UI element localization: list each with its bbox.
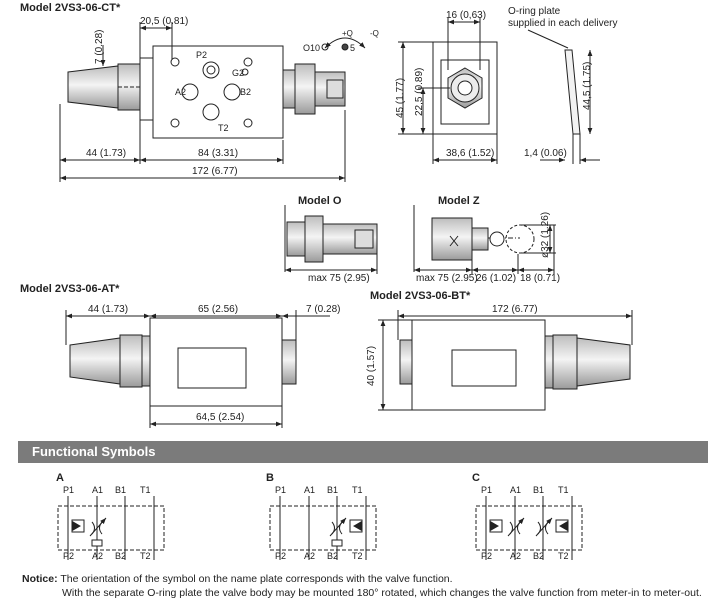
- symbol-c: [475, 496, 583, 560]
- dim-64-5: 64,5 (2.54): [196, 412, 245, 423]
- symbol-b-t2: T2: [352, 551, 363, 561]
- model-o-view: [284, 205, 378, 274]
- oring-note-line2: supplied in each delivery: [508, 18, 618, 29]
- dim-1-4: 1,4 (0.06): [524, 148, 567, 159]
- port-g2: G2: [232, 68, 245, 78]
- adjust-o10: O10: [303, 43, 321, 53]
- dim-7-at: 7 (0.28): [306, 304, 341, 315]
- symbol-a-p1: P1: [63, 485, 75, 495]
- model-at-title: Model 2VS3-06-AT*: [20, 283, 120, 295]
- symbol-c-t2: T2: [558, 551, 569, 561]
- dim-max75-o: max 75 (2.95): [308, 273, 370, 284]
- symbol-a-b1: B1: [115, 485, 127, 495]
- model-z-title: Model Z: [438, 195, 480, 207]
- model-z-view: [413, 205, 556, 274]
- model-at-view: [65, 310, 330, 428]
- dim-32: ø32 (1.26): [540, 211, 551, 258]
- dim-7: 7 (0.28): [94, 29, 105, 64]
- oring-note-line1: O-ring plate: [508, 6, 561, 17]
- notice-text-1: The orientation of the symbol on the nam…: [60, 573, 453, 585]
- dim-172: 172 (6.77): [192, 166, 238, 177]
- dim-40: 40 (1.57): [366, 345, 377, 386]
- notice-line1: Notice: The orientation of the symbol on…: [22, 572, 722, 586]
- symbol-b-letter: B: [266, 472, 274, 484]
- symbol-a-a2: A2: [92, 551, 104, 561]
- ct-view: [59, 22, 366, 182]
- dim-16: 16 (0,63): [446, 10, 487, 21]
- symbol-b-p1: P1: [275, 485, 287, 495]
- dim-45: 45 (1.77): [395, 77, 406, 118]
- symbol-c-a1: A1: [510, 485, 522, 495]
- dim-22-5: 22,5 (0.89): [414, 67, 425, 116]
- dim-20-5: 20,5 (0.81): [140, 16, 189, 27]
- symbol-a-t2: T2: [140, 551, 151, 561]
- dim-65: 65 (2.56): [198, 304, 239, 315]
- port-t2: T2: [218, 123, 229, 133]
- dim-18: 18 (0.71): [520, 273, 561, 284]
- end-view: [398, 18, 498, 164]
- adjust-5: 5: [350, 43, 356, 53]
- symbol-b-a2: A2: [304, 551, 316, 561]
- symbol-a-p2: P2: [63, 551, 75, 561]
- dim-44-5: 44,5 (1.75): [582, 61, 593, 110]
- symbol-a: [57, 496, 165, 560]
- symbol-b-t1: T1: [352, 485, 363, 495]
- symbol-c-b1: B1: [533, 485, 545, 495]
- port-b2: B2: [240, 87, 252, 97]
- model-bt-view: [378, 310, 633, 411]
- dim-44-at: 44 (1.73): [88, 304, 129, 315]
- notice: Notice: The orientation of the symbol on…: [22, 572, 722, 600]
- dim-44: 44 (1.73): [86, 148, 127, 159]
- model-bt-title: Model 2VS3-06-BT*: [370, 290, 471, 302]
- symbol-a-a1: A1: [92, 485, 104, 495]
- functional-symbols-title: Functional Symbols: [32, 444, 156, 459]
- adjust-plus-q: +Q: [342, 29, 353, 38]
- symbol-b-p2: P2: [275, 551, 287, 561]
- symbol-c-t1: T1: [558, 485, 569, 495]
- model-ct-title: Model 2VS3-06-CT*: [20, 2, 121, 14]
- dim-38-6: 38,6 (1.52): [446, 148, 495, 159]
- dim-172-bt: 172 (6.77): [492, 304, 538, 315]
- port-p2: P2: [196, 50, 208, 60]
- model-o-title: Model O: [298, 195, 342, 207]
- symbol-a-t1: T1: [140, 485, 151, 495]
- notice-line2: With the separate O-ring plate the valve…: [62, 587, 702, 599]
- dim-max75-z: max 75 (2.95): [416, 273, 478, 284]
- symbol-b-a1: A1: [304, 485, 316, 495]
- symbol-a-b2: B2: [115, 551, 127, 561]
- symbol-c-letter: C: [472, 472, 480, 484]
- symbol-c-p1: P1: [481, 485, 493, 495]
- symbol-a-letter: A: [56, 472, 64, 484]
- symbol-b: [269, 496, 377, 560]
- symbol-b-b2: B2: [327, 551, 339, 561]
- symbol-b-b1: B1: [327, 485, 339, 495]
- dim-84: 84 (3.31): [198, 148, 239, 159]
- symbol-c-a2: A2: [510, 551, 522, 561]
- port-a2: A2: [175, 87, 187, 97]
- symbol-c-b2: B2: [533, 551, 545, 561]
- notice-label: Notice:: [22, 573, 58, 585]
- dim-26: 26 (1.02): [476, 273, 517, 284]
- symbol-c-p2: P2: [481, 551, 493, 561]
- functional-symbols-band: [18, 441, 708, 463]
- oring-plate-view: [527, 29, 600, 164]
- adjust-minus-q: -Q: [370, 29, 379, 38]
